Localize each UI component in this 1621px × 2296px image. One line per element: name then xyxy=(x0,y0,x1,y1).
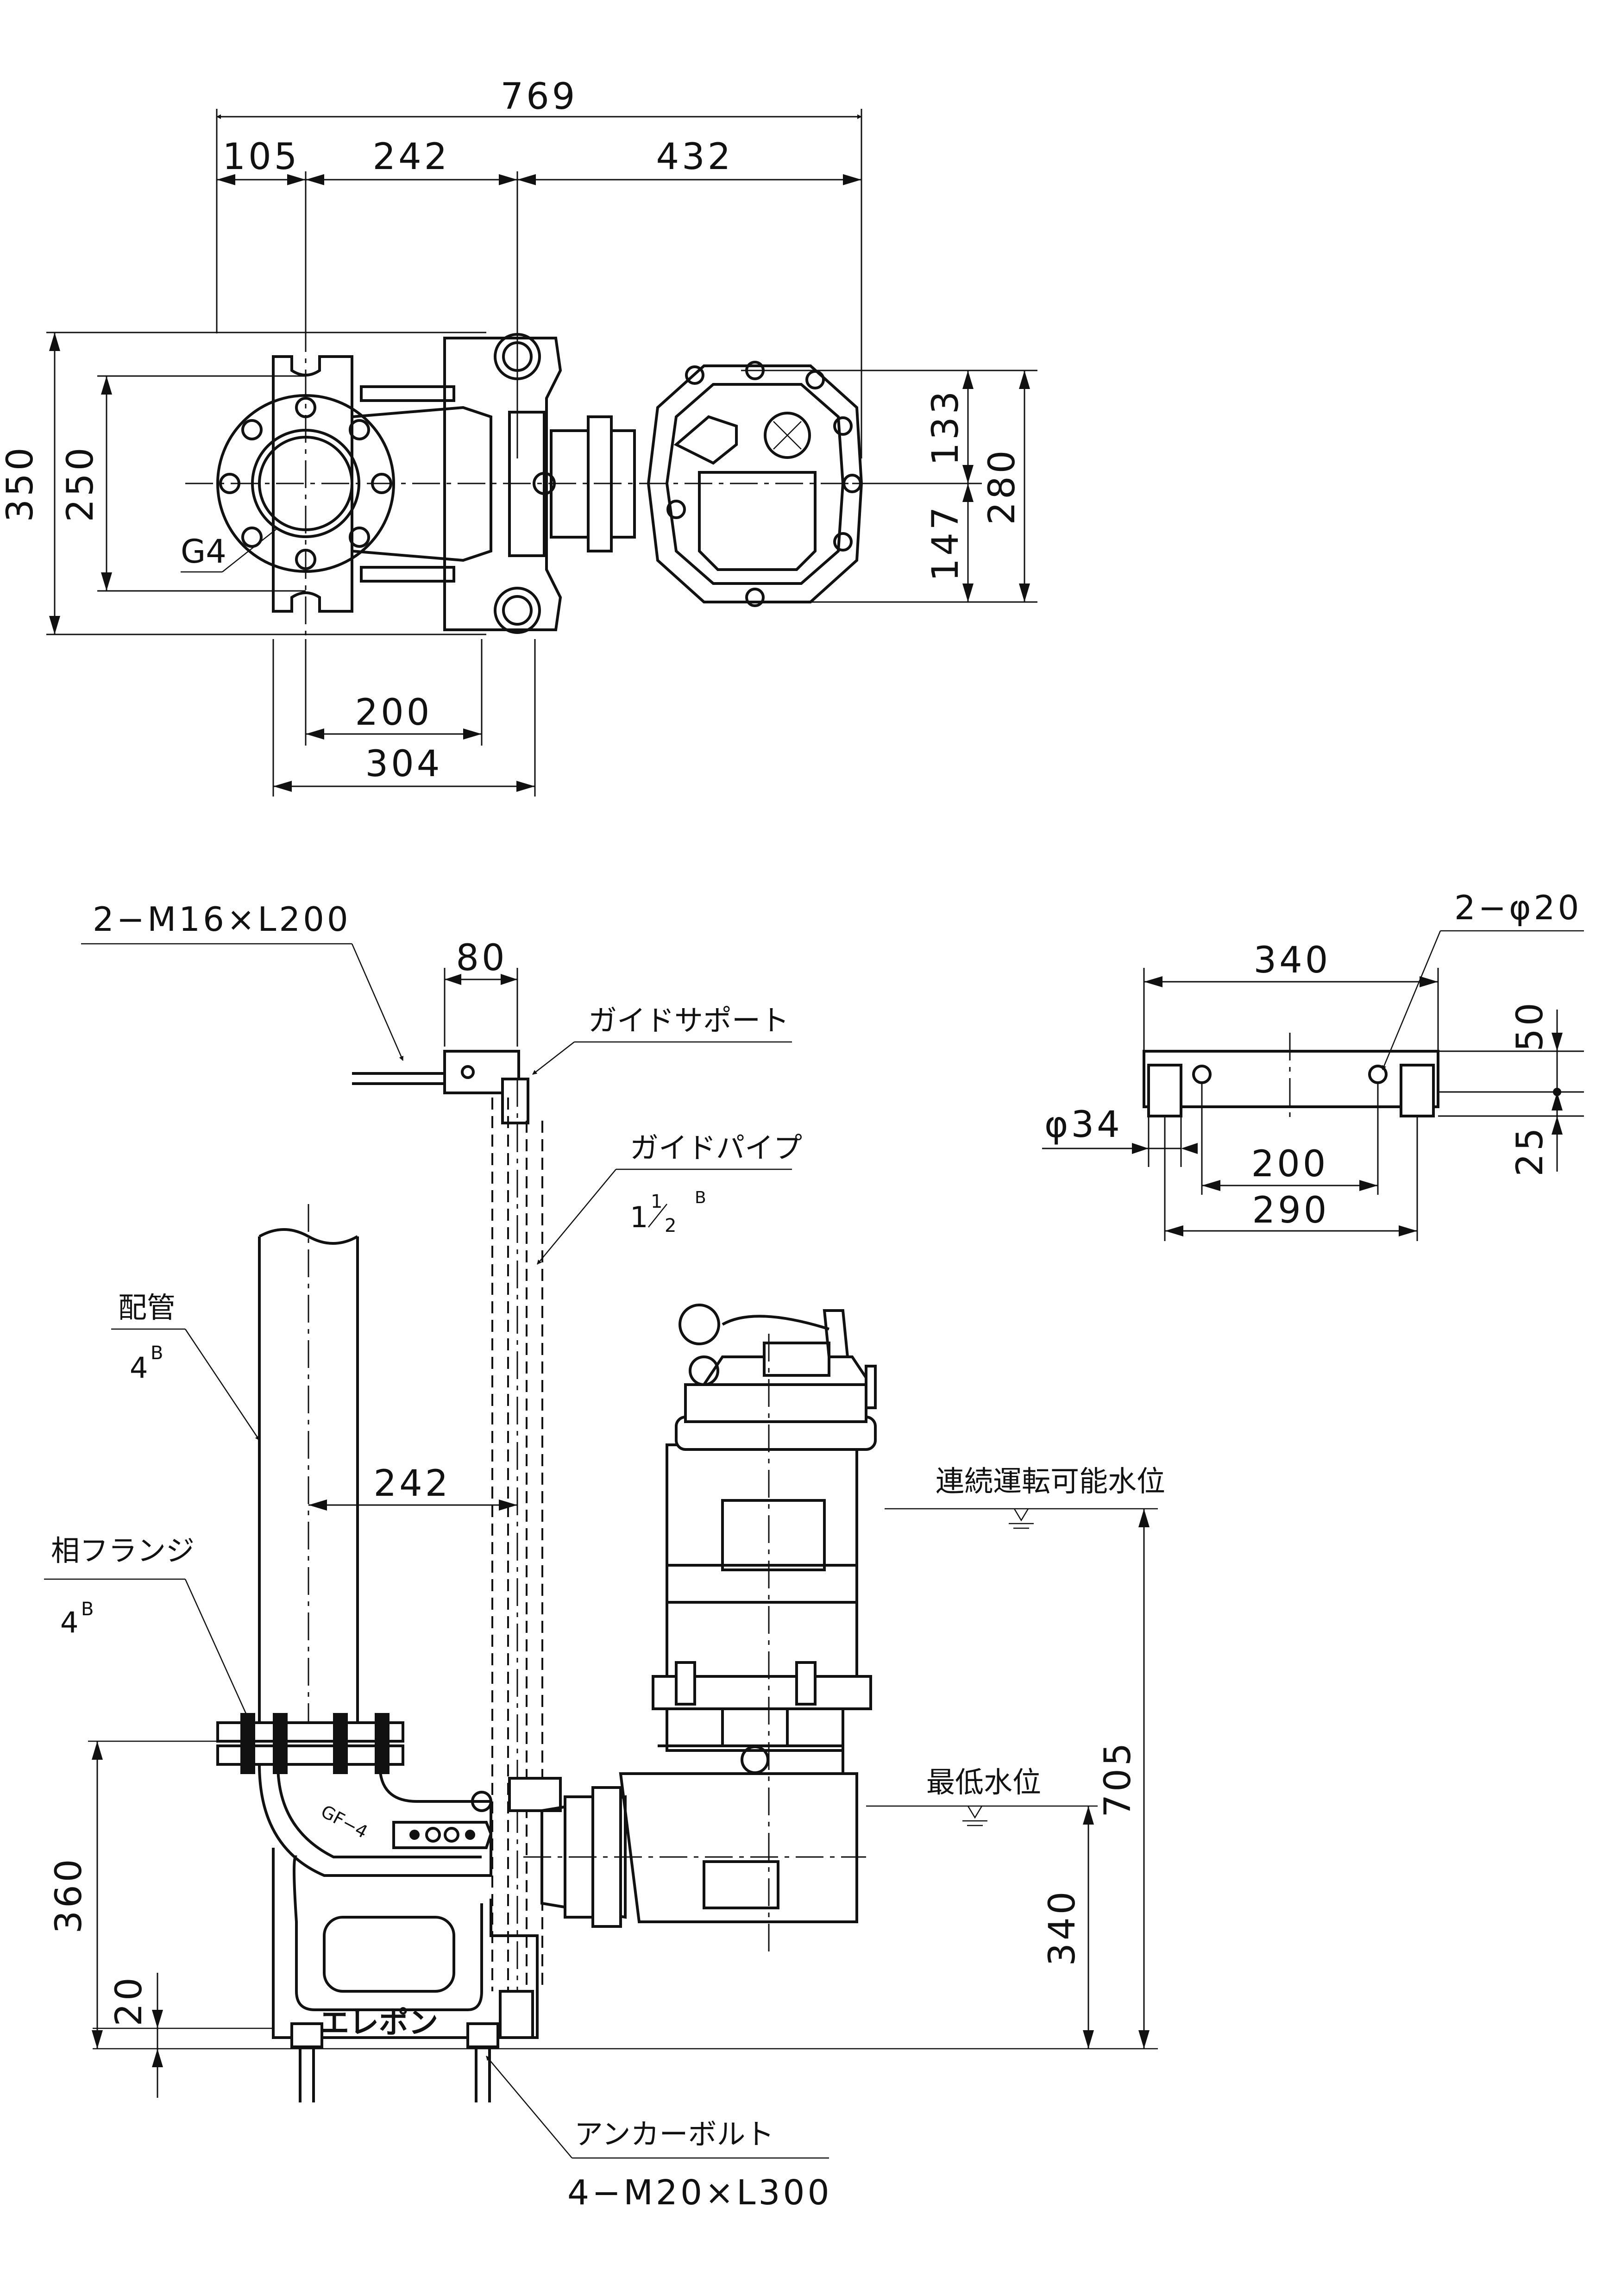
guide-pipe-size-den: 2 xyxy=(665,1215,676,1236)
dim-bolt-pitch: 250 xyxy=(60,445,101,522)
guide-pipe-size-whole: 1 xyxy=(630,1200,648,1234)
dim-base-thickness: 20 xyxy=(108,1975,150,2026)
mating-flange-size-sup: B xyxy=(81,1599,94,1620)
dim-overall-width: 350 xyxy=(0,445,41,522)
bracket-view: 340 2−φ20 50 25 φ34 200 xyxy=(1042,888,1584,1241)
dim-support-offset: 80 xyxy=(456,937,507,979)
dim-overall-length: 769 xyxy=(501,76,578,118)
logo-text: エレポン xyxy=(320,2006,438,2040)
bolt-label: 2−M16×L200 xyxy=(93,900,351,939)
dim-hole-pitch: 200 xyxy=(1251,1143,1329,1185)
hole-label: 2−φ20 xyxy=(1454,888,1582,927)
guide-pipe-size-sup: B xyxy=(695,1188,706,1207)
flange-bolts xyxy=(240,1713,390,1774)
anchor-bolt-spec: 4−M20×L300 xyxy=(567,2173,832,2213)
side-view: 2−M16×L200 80 ガイドサポート ガイドパイプ 1 1 2 B xyxy=(44,900,1165,2213)
dim-flange-offset: 105 xyxy=(223,136,300,178)
guide-support-label: ガイドサポート xyxy=(588,1004,789,1037)
dim-guide-center: 242 xyxy=(373,136,450,178)
piping-size-sup: B xyxy=(151,1342,163,1364)
anchor-bolts xyxy=(290,2022,499,2102)
guide-pipe-size: 1 1 2 B xyxy=(630,1188,706,1236)
piping-label: 配管 xyxy=(118,1291,176,1324)
mating-flange-label: 相フランジ xyxy=(51,1534,195,1568)
dim-pump-lower: 147 xyxy=(925,504,967,582)
dim-bracket-top: 50 xyxy=(1509,1000,1551,1051)
dim-pump-width: 280 xyxy=(981,448,1023,525)
coupling-label: GF−4 xyxy=(318,1801,371,1842)
mating-flange-size: 4 xyxy=(60,1606,78,1639)
continuous-level-label: 連続運転可能水位 xyxy=(936,1464,1165,1498)
dim-base-width: 304 xyxy=(365,743,443,785)
guide-pipe-label: ガイドパイプ xyxy=(630,1131,802,1165)
motor-bolts xyxy=(666,361,862,607)
guide-pipe-size-num: 1 xyxy=(651,1191,662,1212)
dim-bracket-width: 340 xyxy=(1254,940,1331,981)
dim-bracket-bottom: 25 xyxy=(1509,1125,1551,1176)
pipe-dia-label: φ34 xyxy=(1044,1104,1123,1146)
dim-pump-upper: 133 xyxy=(925,389,967,466)
dim-height-outlet: 360 xyxy=(48,1857,90,1934)
dim-pipe-center-offset: 242 xyxy=(374,1463,451,1505)
dim-height-continuous: 705 xyxy=(1097,1740,1139,1818)
min-level-label: 最低水位 xyxy=(926,1765,1041,1799)
top-view: 769 105 242 432 350 250 133 147 280 xyxy=(0,76,1037,797)
dim-base-bolt-span: 200 xyxy=(355,692,433,734)
dim-height-min-level: 340 xyxy=(1042,1889,1083,1966)
dim-pump-center: 432 xyxy=(656,136,734,178)
anchor-bolt-label: アンカーボルト xyxy=(574,2117,774,2151)
dim-bracket-base: 290 xyxy=(1252,1190,1330,1231)
flange-label: G4 xyxy=(181,533,226,571)
flange-bolt-holes xyxy=(219,397,392,570)
piping-size: 4 xyxy=(130,1351,148,1385)
